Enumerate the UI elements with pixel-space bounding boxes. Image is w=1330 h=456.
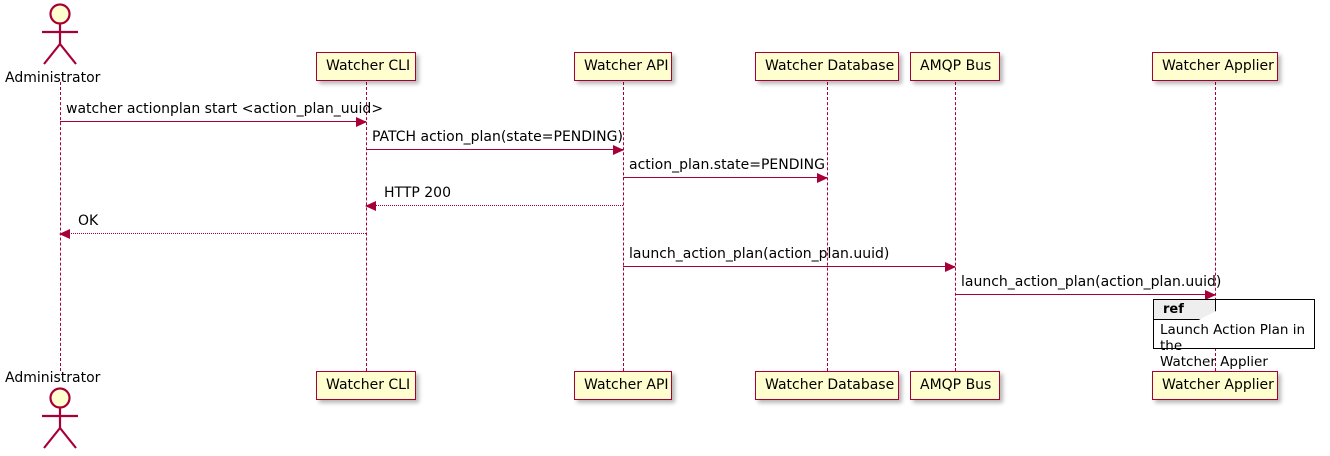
message-line [60, 233, 366, 234]
message-label: action_plan.state=PENDING [629, 157, 825, 173]
participant-watcher_cli-top[interactable]: Watcher CLI [316, 52, 416, 81]
message-label: PATCH action_plan(state=PENDING) [372, 129, 623, 145]
arrow-head-icon [1205, 289, 1216, 300]
ref-fragment-body-text: Launch Action Plan in the Watcher Applie… [1160, 322, 1306, 370]
message-line [623, 266, 955, 267]
participant-watcher_database-top[interactable]: Watcher Database [755, 52, 899, 81]
message-label: OK [78, 213, 99, 229]
message-line [623, 177, 827, 178]
participant-amqp_bus-bottom[interactable]: AMQP Bus [910, 371, 1000, 400]
lifeline-administrator [60, 82, 61, 371]
message-label: HTTP 200 [384, 185, 451, 201]
participant-label-administrator: Administrator [5, 70, 101, 86]
lifeline-amqp_bus [955, 82, 956, 371]
message-label: watcher actionplan start <action_plan_uu… [66, 101, 384, 117]
ref-fragment-tab-label: ref [1154, 300, 1216, 320]
arrow-head-icon [817, 172, 828, 183]
participant-label-administrator: Administrator [5, 370, 101, 386]
arrow-head-icon [365, 200, 376, 211]
lifeline-watcher_applier [1215, 82, 1216, 371]
message-line [366, 205, 623, 206]
participant-amqp_bus-top[interactable]: AMQP Bus [910, 52, 1000, 81]
message-line [60, 121, 366, 122]
message-line [955, 294, 1215, 295]
participant-watcher_cli-bottom[interactable]: Watcher CLI [316, 371, 416, 400]
participant-watcher_database-bottom[interactable]: Watcher Database [755, 371, 899, 400]
actor-icon-administrator [33, 2, 87, 70]
message-line [366, 149, 623, 150]
participant-watcher_api-bottom[interactable]: Watcher API [574, 371, 672, 400]
participant-watcher_applier-bottom[interactable]: Watcher Applier [1152, 371, 1278, 400]
participant-watcher_api-top[interactable]: Watcher API [574, 52, 672, 81]
lifeline-watcher_database [827, 82, 828, 371]
actor-icon-administrator [33, 386, 87, 454]
arrow-head-icon [613, 144, 624, 155]
message-label: launch_action_plan(action_plan.uuid) [961, 274, 1222, 290]
lifeline-watcher_cli [366, 82, 367, 371]
participant-watcher_applier-top[interactable]: Watcher Applier [1152, 52, 1278, 81]
arrow-head-icon [59, 228, 70, 239]
lifeline-watcher_api [623, 82, 624, 371]
message-label: launch_action_plan(action_plan.uuid) [629, 246, 890, 262]
arrow-head-icon [945, 261, 956, 272]
arrow-head-icon [356, 116, 367, 127]
